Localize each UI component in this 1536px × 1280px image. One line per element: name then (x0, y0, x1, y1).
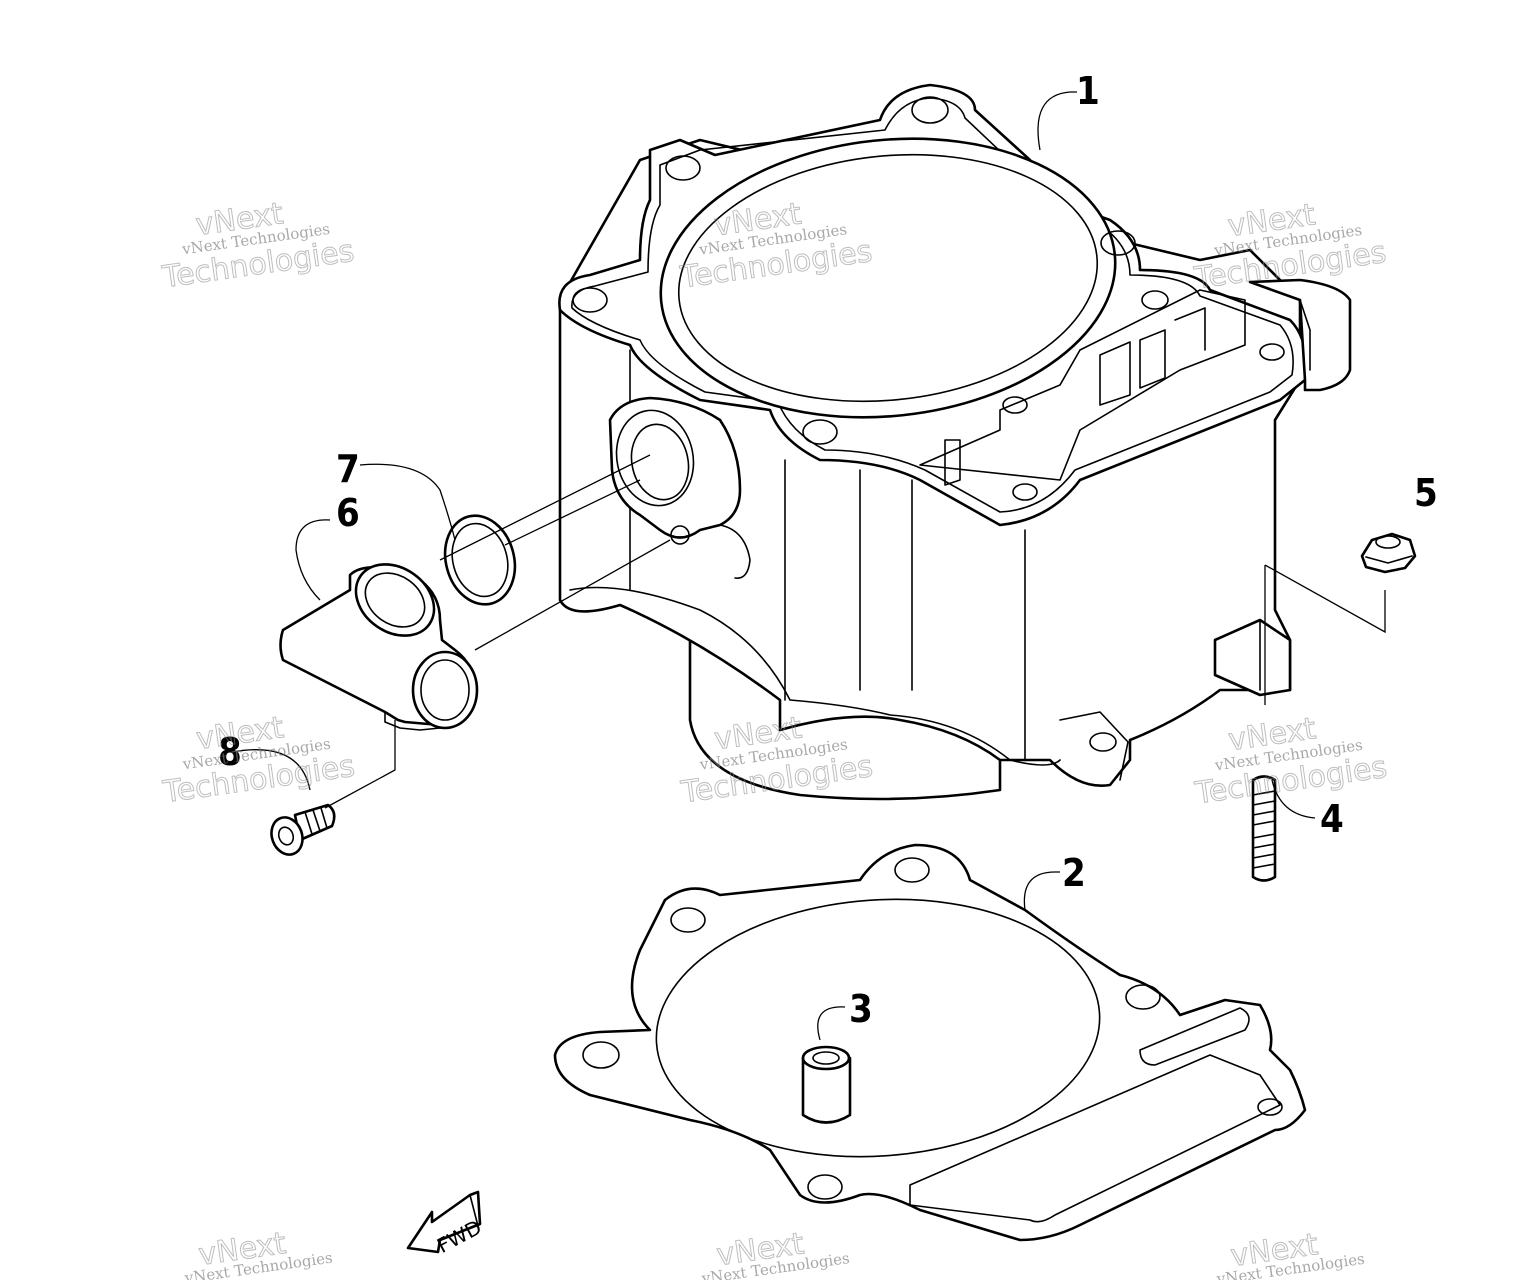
flange-nut-part-5 (1360, 532, 1417, 574)
watermark-middle-left: vNext vNext Technologies Technologies (160, 710, 358, 811)
watermark-middle-center: vNext vNext Technologies Technologies (678, 710, 876, 811)
callout-2: 2 (1062, 851, 1086, 895)
watermark-top-left: vNext vNext Technologies Technologies (159, 196, 357, 296)
watermark-bottom-left: vNext vNext Technologies (183, 1226, 334, 1280)
watermark-bottom-right: vNext vNext Technologies (1215, 1227, 1366, 1280)
dowel-pin-part-3 (801, 1045, 852, 1124)
callout-3: 3 (849, 987, 873, 1031)
watermark-top-center: vNext vNext Technologies Technologies (677, 196, 875, 296)
callout-7: 7 (336, 447, 360, 491)
cylinder-part-1 (558, 83, 1352, 801)
watermark-top-right: vNext vNext Technologies Technologies (1191, 197, 1389, 297)
callout-8: 8 (218, 730, 242, 774)
callout-1: 1 (1076, 69, 1100, 113)
watermark-middle-right: vNext vNext Technologies Technologies (1192, 711, 1390, 812)
fwd-direction-arrow: FWD (406, 1190, 485, 1258)
callout-5: 5 (1414, 471, 1438, 515)
callout-6: 6 (336, 491, 360, 535)
coolant-elbow-part-6 (279, 563, 479, 731)
callout-numbers: 1 2 3 4 5 6 7 8 (218, 69, 1438, 1031)
callout-4: 4 (1320, 797, 1344, 841)
o-ring-part-7 (443, 514, 517, 606)
bolt-part-8 (270, 803, 336, 856)
leader-lines (231, 91, 1386, 1041)
stud-part-4 (1251, 775, 1277, 882)
watermark-bottom-center: vNext vNext Technologies (700, 1226, 851, 1280)
base-gasket-part-2 (553, 843, 1307, 1242)
